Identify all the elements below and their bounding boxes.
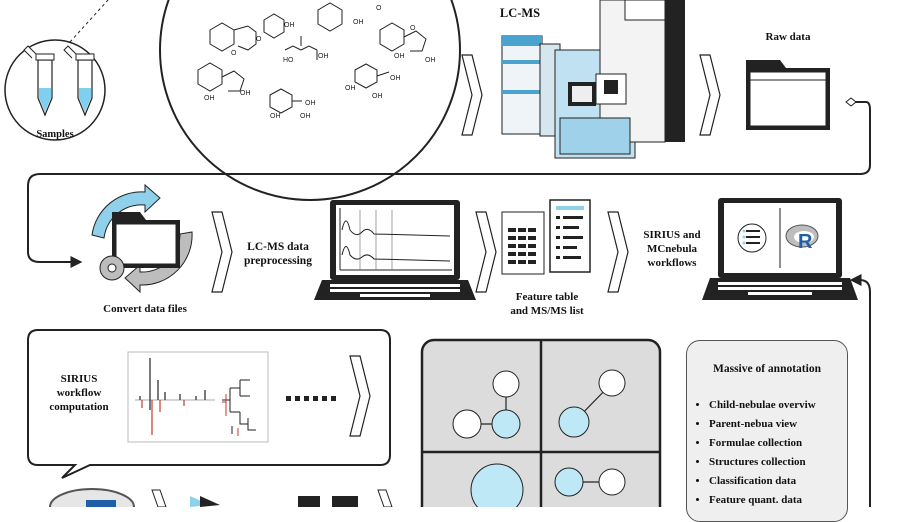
preprocess-line-2: preprocessing — [244, 255, 312, 267]
atom-label: O — [410, 25, 416, 32]
preprocess-line-1: LC-MS data — [247, 241, 309, 253]
samples-label: Samples — [36, 129, 74, 140]
r-logo: R — [798, 231, 813, 253]
bottom-partial-icons — [49, 488, 393, 507]
atom-label: OH — [204, 95, 215, 102]
annotation-box: Massive of annotation Child-nebulae over… — [686, 340, 848, 522]
list-item: Structures collection — [709, 453, 816, 472]
sirius-line-1: SIRIUS and — [643, 229, 701, 241]
chevron-arrow-icon — [349, 355, 371, 437]
chevron-arrow-icon — [607, 211, 629, 293]
sample-tube-icon — [23, 45, 55, 117]
samples-group — [4, 0, 109, 141]
computation-line-1: SIRIUS — [60, 373, 98, 385]
connector-arrow — [27, 101, 871, 268]
annotation-list: Child-nebulae overviw Parent-nebua view … — [693, 396, 816, 510]
laptop-r-icon: R — [702, 198, 858, 300]
chevron-arrow-icon — [461, 54, 483, 136]
sample-tube-icon — [63, 45, 95, 117]
atom-label: O — [256, 36, 262, 43]
preprocess-label: LC-MS data preprocessing — [232, 240, 324, 268]
sirius-line-3: workflows — [647, 257, 697, 269]
atom-label: OH — [394, 53, 405, 60]
chevron-arrow-icon — [475, 211, 497, 293]
computation-label: SIRIUS workflow computation — [38, 372, 120, 414]
atom-label: OH — [284, 22, 295, 29]
atom-label: OH — [300, 113, 311, 120]
atom-label: OH — [345, 85, 356, 92]
atom-label: OH — [318, 53, 329, 60]
atom-label: OH — [390, 75, 401, 82]
msms-list-icon — [549, 199, 591, 273]
chevron-arrow-icon — [699, 54, 721, 136]
list-item: Child-nebulae overviw — [709, 396, 816, 415]
workflow-diagram: OH O O OH HO OH OH OH OH OH OH OH OH OH … — [4, 0, 871, 507]
atom-label: OH — [305, 100, 316, 107]
list-item: Classification data — [709, 472, 816, 491]
computation-bubble — [27, 329, 391, 479]
laptop-chromatogram-icon — [314, 200, 476, 300]
sirius-line-2: MCnebula — [646, 243, 698, 255]
computation-line-2: workflow — [56, 387, 102, 399]
lcms-label: LC-MS — [499, 6, 541, 20]
atom-label: OH — [425, 57, 436, 64]
list-item: Parent-nebua view — [709, 415, 816, 434]
atom-label: O — [231, 50, 237, 57]
list-item: Feature quant. data — [709, 491, 816, 510]
atom-label: OH — [353, 19, 364, 26]
atom-label: OH — [372, 93, 383, 100]
ellipsis-icon — [286, 396, 336, 401]
computation-line-3: computation — [49, 401, 109, 413]
feature-table-icon — [501, 211, 545, 275]
folder-icon — [746, 60, 830, 130]
atom-label: O — [376, 5, 382, 12]
convert-files-icon — [91, 183, 193, 294]
sirius-label: SIRIUS and MCnebula workflows — [632, 228, 712, 270]
chevron-arrow-icon — [211, 211, 233, 293]
list-item: Formulae collection — [709, 434, 816, 453]
feature-label: Feature table and MS/MS list — [488, 290, 606, 318]
feature-line-2: and MS/MS list — [510, 305, 584, 317]
nebula-network-panels — [420, 338, 662, 507]
convert-label: Convert data files — [103, 303, 187, 315]
atom-label: OH — [240, 90, 251, 97]
lcms-instrument-icon — [501, 0, 685, 159]
feature-line-1: Feature table — [515, 291, 579, 303]
atom-label: HO — [283, 57, 294, 64]
raw-data-label: Raw data — [765, 31, 811, 43]
annotation-title: Massive of annotation — [713, 363, 821, 375]
connector-arrow — [849, 274, 871, 507]
atom-label: OH — [270, 113, 281, 120]
molecule-circle: OH O O OH HO OH OH OH OH OH OH OH OH OH … — [159, 0, 461, 201]
